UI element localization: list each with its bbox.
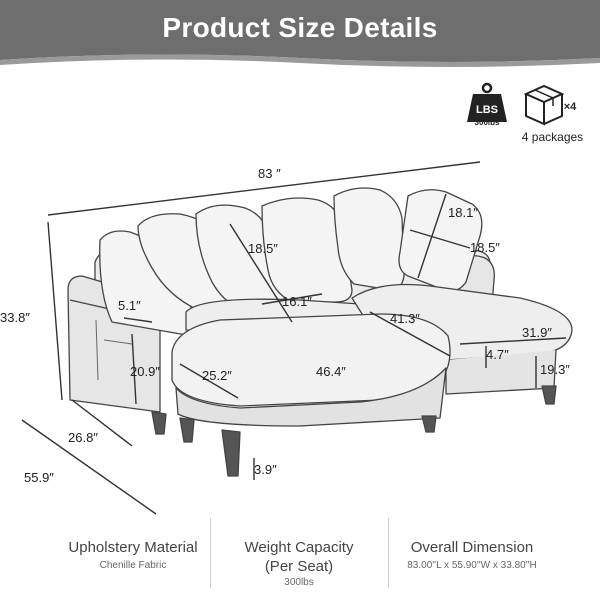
dim-back-cushion-height: 18.5″ <box>248 241 278 256</box>
spec-value: 83.00''L x 55.90''W x 33.80''H <box>407 560 537 571</box>
packages-label: 4 packages <box>521 130 584 144</box>
dim-overall-length: 83 ″ <box>258 166 281 181</box>
dim-overall-height: 33.8″ <box>0 310 30 325</box>
spec-value: Chenille Fabric <box>99 560 167 571</box>
dim-arm-width: 5.1″ <box>118 298 141 313</box>
dim-leg-height: 3.9″ <box>254 462 277 477</box>
dim-arm-depth: 26.8″ <box>68 430 98 445</box>
spec-label-line2: (Per Seat) <box>264 558 334 575</box>
spec-label: Overall Dimension <box>410 539 534 556</box>
dim-ottoman-length: 46.4″ <box>316 364 346 379</box>
spec-divider <box>388 518 389 588</box>
dim-overall-depth: 55.9″ <box>24 470 54 485</box>
dim-arm-height: 20.9″ <box>130 364 160 379</box>
spec-overall-dimension: Overall Dimension 83.00''L x 55.90''W x … <box>392 538 552 571</box>
dim-seat-height: 19.3″ <box>540 362 570 377</box>
page-title: Product Size Details <box>162 12 438 43</box>
spec-weight-capacity: Weight Capacity (Per Seat) 300lbs <box>214 538 384 588</box>
dim-seat-thickness: 4.7″ <box>486 347 509 362</box>
weight-label: 300lbs <box>474 118 500 127</box>
header-banner <box>0 0 600 67</box>
dim-pillow-width: 18.5″ <box>470 240 500 255</box>
package-box-icon: ×4 <box>523 84 577 126</box>
dim-chaise-length: 41.3″ <box>390 311 420 326</box>
spec-divider <box>210 518 211 588</box>
spec-label: Upholstery Material <box>68 539 198 556</box>
spec-label-line1: Weight Capacity <box>244 539 354 556</box>
spec-value: 300lbs <box>284 577 314 588</box>
dim-seat-depth: 25.2″ <box>202 368 232 383</box>
dim-ottoman-width: 31.9″ <box>522 325 552 340</box>
dim-pillow-height: 18.1″ <box>448 205 478 220</box>
spec-upholstery: Upholstery Material Chenille Fabric <box>48 538 218 571</box>
weight-icon-text: LBS <box>476 104 498 116</box>
weight-icon: LBS <box>467 82 507 122</box>
dim-back-depth: 16.1″ <box>282 294 312 309</box>
box-count: ×4 <box>564 101 577 113</box>
